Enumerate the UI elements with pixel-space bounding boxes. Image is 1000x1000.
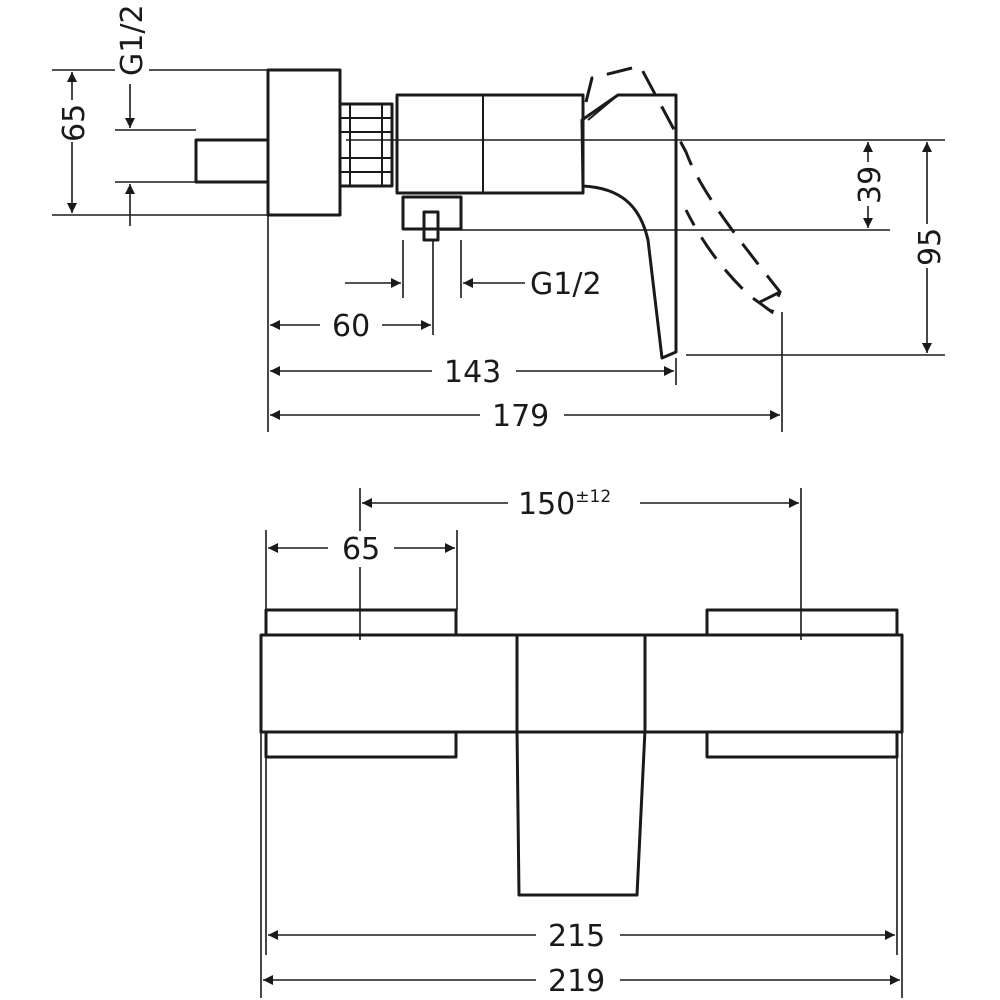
dim-150-value: 150 bbox=[518, 487, 575, 522]
dim-label-143: 143 bbox=[444, 355, 501, 390]
dim-label-60: 60 bbox=[332, 309, 370, 344]
inlet-stub bbox=[194, 138, 270, 184]
dim-150-tolerance: ±12 bbox=[575, 487, 611, 507]
front-view: 150±12 65 215 219 bbox=[259, 483, 904, 999]
dim-label-39: 39 bbox=[853, 166, 888, 204]
lever-open-tip bbox=[759, 290, 781, 304]
lever-handle bbox=[580, 93, 678, 360]
dim-label-thread-outlet: G1/2 bbox=[530, 267, 602, 302]
dim-label-150: 150±12 bbox=[518, 487, 611, 522]
hex-nut bbox=[338, 102, 394, 188]
dim-label-95: 95 bbox=[913, 228, 948, 266]
mixer-body bbox=[395, 93, 585, 195]
side-view: 65 G1/2 39 95 G1/2 60 143 179 bbox=[52, 0, 948, 434]
front-body bbox=[259, 633, 904, 734]
lever-open-position bbox=[584, 64, 782, 315]
dim-label-179: 179 bbox=[492, 399, 549, 434]
wall-flange bbox=[266, 68, 342, 217]
right-cap-bottom bbox=[705, 730, 899, 759]
dim-label-215: 215 bbox=[548, 919, 605, 954]
front-lever bbox=[515, 633, 647, 897]
right-cap-top bbox=[705, 608, 899, 637]
dim-label-219: 219 bbox=[548, 964, 605, 999]
dim-label-65-side: 65 bbox=[57, 104, 92, 142]
dim-label-thread-side: G1/2 bbox=[115, 4, 150, 76]
dim-label-65-front: 65 bbox=[342, 532, 380, 567]
left-cap-bottom bbox=[264, 730, 458, 759]
outlet-connector bbox=[401, 195, 463, 242]
left-cap-top bbox=[264, 608, 458, 637]
